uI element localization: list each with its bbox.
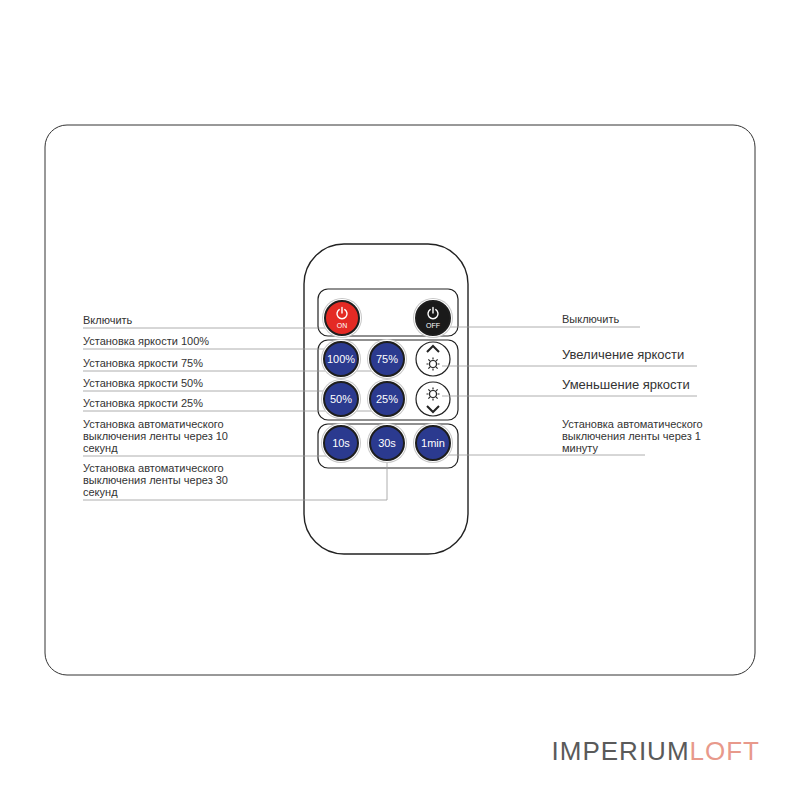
callout-label: Установка яркости 100%: [83, 335, 303, 347]
callout-label: Увеличение яркости: [562, 348, 762, 362]
button-label: 100%: [327, 353, 355, 365]
remote-button: 25%: [369, 381, 405, 417]
power-button: OFF: [415, 300, 451, 336]
button-label: 1min: [421, 437, 445, 449]
watermark-text: IMPERIUM: [552, 736, 690, 766]
watermark-text: LOFT: [690, 736, 760, 766]
button-label: OFF: [426, 322, 440, 330]
remote-button: 1min: [415, 425, 451, 461]
brightness-up-button: [416, 342, 450, 376]
remote-button: 75%: [369, 341, 405, 377]
button-group: [318, 340, 458, 420]
callout-label: Включить: [83, 314, 283, 326]
callout-label: Выключить: [562, 313, 682, 325]
remote-button: 10s: [323, 425, 359, 461]
remote-button: 100%: [323, 341, 359, 377]
power-icon: [426, 306, 440, 320]
button-group: [318, 289, 458, 336]
frame-panel: [45, 125, 755, 675]
button-label: 75%: [376, 353, 398, 365]
button-label: ON: [337, 322, 348, 330]
power-button: ON: [324, 300, 360, 336]
callout-label: Уменьшение яркости: [562, 378, 762, 392]
power-icon: [335, 306, 349, 320]
callout-label: Установка яркости 25%: [83, 397, 303, 409]
button-group: [318, 424, 458, 468]
watermark: IMPERIUMLOFT: [552, 736, 760, 767]
remote-button: 50%: [323, 381, 359, 417]
remote-button: 30s: [369, 425, 405, 461]
callout-label: Установка автоматического выключения лен…: [562, 418, 727, 454]
callout-label: Установка яркости 50%: [83, 377, 303, 389]
button-label: 50%: [330, 393, 352, 405]
button-label: 25%: [376, 393, 398, 405]
button-label: 10s: [332, 437, 350, 449]
brightness-down-button: [416, 382, 450, 416]
callout-label: Установка яркости 75%: [83, 357, 303, 369]
button-label: 30s: [378, 437, 396, 449]
remote-body: [304, 244, 468, 554]
callout-label: Установка автоматического выключения лен…: [83, 462, 235, 498]
callout-label: Установка автоматического выключения лен…: [83, 418, 235, 454]
